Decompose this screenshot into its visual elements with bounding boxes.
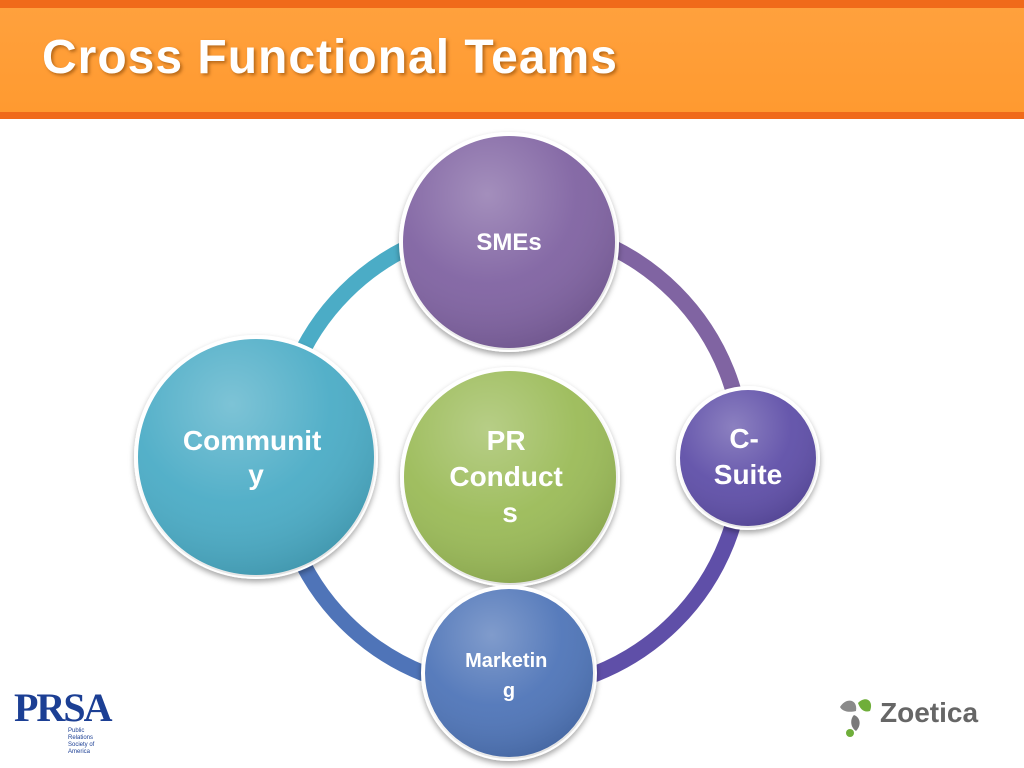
node-smes-label: SMEs	[476, 229, 541, 256]
svg-text:Marketin g: Marketin g	[465, 650, 553, 702]
prsa-sub-line-3: Society of	[68, 742, 95, 748]
prsa-logo: PRSA Public Relations Society of America	[14, 688, 114, 764]
node-c-suite-label-2: Suite	[714, 459, 782, 490]
node-community-label-2: y	[248, 459, 264, 490]
svg-text:Communit y: Communit y	[183, 425, 329, 490]
slide-title: Cross Functional Teams	[42, 31, 618, 84]
node-community-label-1: Communit	[183, 425, 321, 456]
prsa-sub-line-2: Relations	[68, 735, 94, 741]
node-community: Communit y	[134, 335, 378, 579]
svg-text:PR Conduct s: PR Conduct s	[449, 425, 570, 528]
header-bottom-line	[0, 112, 1024, 119]
node-c-suite-label-1: C-	[729, 423, 759, 454]
prsa-sub-line-4: America	[68, 749, 91, 755]
zoetica-logo-text: Zoetica	[880, 697, 979, 728]
node-pr-conducts-label-2: Conduct	[449, 461, 563, 492]
prsa-logo-letters: PRSA	[14, 685, 112, 730]
node-smes: SMEs	[399, 132, 619, 352]
node-marketing-label-2: g	[503, 680, 515, 702]
node-pr-conducts-label-1: PR	[487, 425, 526, 456]
node-marketing: Marketin g	[421, 585, 597, 761]
zoetica-logo: Zoetica	[836, 693, 1006, 741]
prsa-logo-subtext: Public Relations Society of America	[68, 728, 114, 756]
prsa-sub-line-1: Public	[68, 728, 85, 734]
svg-text:SMEs: SMEs	[476, 229, 541, 256]
node-c-suite: C- Suite	[676, 386, 820, 530]
node-pr-conducts-label-3: s	[502, 497, 518, 528]
header-band	[0, 8, 1024, 112]
zoetica-leaf-icon	[840, 699, 872, 737]
svg-text:C- Suite: C- Suite	[714, 423, 782, 490]
node-pr-conducts: PR Conduct s	[400, 367, 620, 587]
node-marketing-label-1: Marketin	[465, 650, 547, 672]
header-top-line	[0, 0, 1024, 8]
